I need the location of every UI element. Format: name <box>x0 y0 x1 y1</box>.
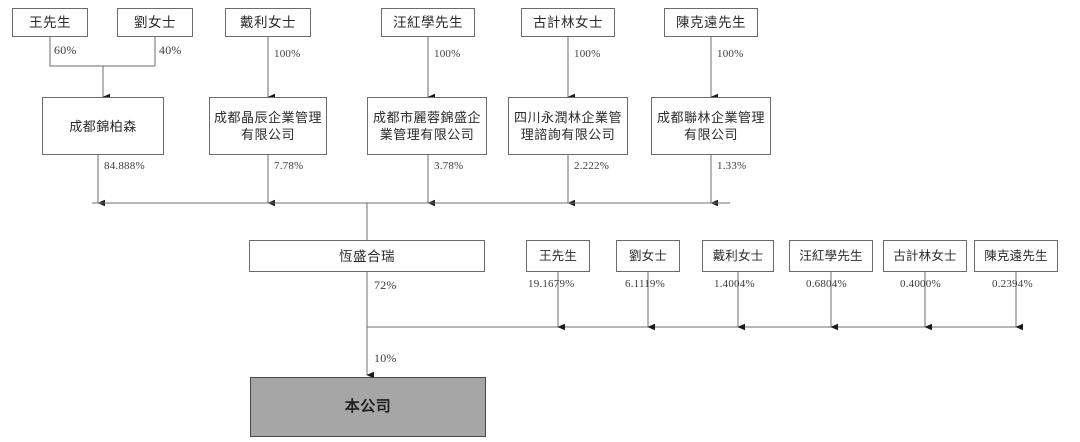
node-label: 本公司 <box>344 398 392 415</box>
pct-lirongjinsheng-to-hengsheng: 3.78% <box>434 160 464 172</box>
node-tier4-the-company[interactable]: 本公司 <box>250 377 486 437</box>
node-label: 戴利女士 <box>712 248 764 263</box>
node-tier3-gujilin[interactable]: 古計林女士 <box>883 240 967 272</box>
node-tier2-sichuan-yongrunlin[interactable]: 四川永潤林企業管理諮詢有限公司 <box>508 97 628 155</box>
node-label: 王先生 <box>538 248 578 263</box>
node-label: 戴利女士 <box>240 15 296 30</box>
node-label: 陳克遠先生 <box>676 15 746 30</box>
pct-tier3-chenkeyuan-to-company: 0.2394% <box>992 278 1033 290</box>
node-label: 王先生 <box>29 15 71 30</box>
pct-tier3-daili-to-company: 1.4004% <box>714 278 755 290</box>
pct-wang-to-jinbosen: 60% <box>54 43 77 57</box>
pct-tier3-gujilin-to-company: 0.4000% <box>900 278 941 290</box>
node-tier2-chengdu-jinbosen[interactable]: 成都錦柏森 <box>42 97 164 155</box>
node-tier2-chengdu-lirongjinsheng[interactable]: 成都市麗蓉錦盛企業管理有限公司 <box>367 97 487 155</box>
pct-gujilin-to-yongrunlin: 100% <box>574 48 601 60</box>
node-label: 陳克遠先生 <box>984 248 1048 263</box>
pct-final-to-company: 10% <box>374 351 397 365</box>
pct-liu-to-jinbosen: 40% <box>159 43 182 57</box>
pct-jingchen-to-hengsheng: 7.78% <box>274 160 304 172</box>
node-tier3-wanghongxue[interactable]: 汪紅學先生 <box>789 240 873 272</box>
node-tier1-chenkeyuan[interactable]: 陳克遠先生 <box>664 8 758 37</box>
pct-yongrunlin-to-hengsheng: 2.222% <box>574 160 610 172</box>
node-tier3-liu[interactable]: 劉女士 <box>616 240 680 272</box>
node-tier2-chengdu-jingchen[interactable]: 成都晶辰企業管理有限公司 <box>209 97 327 155</box>
pct-hengsheng-to-company: 72% <box>374 278 397 292</box>
node-label: 成都聯林企業管理有限公司 <box>656 110 765 142</box>
pct-tier3-liu-to-company: 6.1119% <box>625 278 665 290</box>
pct-jinbosen-to-hengsheng: 84.888% <box>104 160 145 172</box>
pct-tier3-wang-to-company: 19.1679% <box>528 278 575 290</box>
node-tier1-liu[interactable]: 劉女士 <box>117 8 193 37</box>
pct-chenkeyuan-to-lianlin: 100% <box>717 48 744 60</box>
node-label: 古計林女士 <box>893 248 957 263</box>
node-label: 成都錦柏森 <box>69 118 137 134</box>
pct-tier3-wanghongxue-to-company: 0.6804% <box>806 278 847 290</box>
node-label: 劉女士 <box>134 15 176 30</box>
node-label: 古計林女士 <box>533 15 603 30</box>
node-tier1-wanghongxue[interactable]: 汪紅學先生 <box>381 8 475 37</box>
node-label: 劉女士 <box>628 248 668 263</box>
pct-lianlin-to-hengsheng: 1.33% <box>717 160 747 172</box>
node-tier3-daili[interactable]: 戴利女士 <box>702 240 774 272</box>
node-label: 恆盛合瑞 <box>339 248 395 264</box>
node-tier1-gujilin[interactable]: 古計林女士 <box>521 8 615 37</box>
node-tier3-chenkeyuan[interactable]: 陳克遠先生 <box>974 240 1058 272</box>
node-label: 汪紅學先生 <box>799 248 863 263</box>
node-tier2-chengdu-lianlin[interactable]: 成都聯林企業管理有限公司 <box>651 97 771 155</box>
node-label: 汪紅學先生 <box>393 15 463 30</box>
pct-wanghongxue-to-lirong: 100% <box>434 48 461 60</box>
node-tier3-wang[interactable]: 王先生 <box>526 240 590 272</box>
node-tier3-hengsheng-herui[interactable]: 恆盛合瑞 <box>249 240 485 272</box>
node-tier1-daili[interactable]: 戴利女士 <box>225 8 311 37</box>
node-label: 成都市麗蓉錦盛企業管理有限公司 <box>372 110 481 142</box>
node-label: 四川永潤林企業管理諮詢有限公司 <box>513 110 622 142</box>
node-tier1-wang[interactable]: 王先生 <box>12 8 88 37</box>
node-label: 成都晶辰企業管理有限公司 <box>213 110 322 142</box>
pct-daili-to-jingchen: 100% <box>274 48 301 60</box>
